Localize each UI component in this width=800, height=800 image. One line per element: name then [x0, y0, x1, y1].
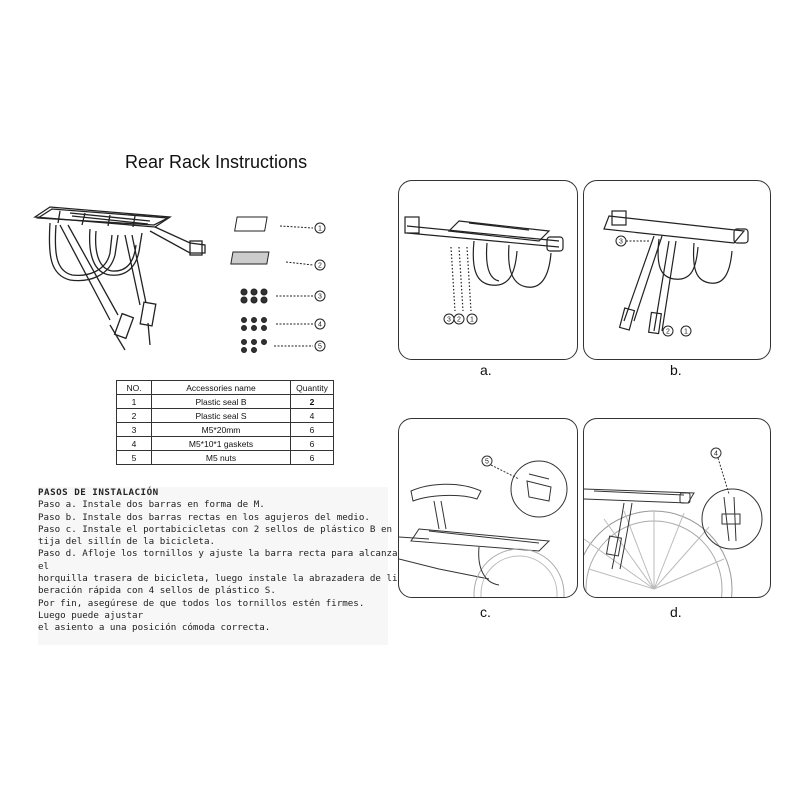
header-accessories-name: Accessories name	[151, 380, 291, 395]
steps-line: el asiento a una posición cómoda correct…	[38, 622, 271, 634]
panel-a: 3 2 1	[398, 180, 578, 360]
cell-qty: 2	[290, 394, 334, 409]
panel-a-callout: 2	[457, 317, 461, 324]
cell-no: 3	[116, 422, 152, 437]
cell-no: 2	[116, 408, 152, 423]
steps-line: Paso a. Instale dos barras en forma de M…	[38, 499, 265, 511]
panel-a-callout: 1	[470, 317, 474, 324]
cell-qty: 6	[290, 436, 334, 451]
cell-name: M5*10*1 gaskets	[151, 436, 291, 451]
panel-d-caption: d.	[670, 604, 682, 620]
callout-3: 3	[318, 294, 322, 301]
accessory-parts-diagram: 1 2 3 4 5	[230, 216, 326, 353]
panel-c-illustration: 5	[399, 455, 568, 597]
cell-name: M5 nuts	[151, 450, 291, 465]
steps-heading: PASOS DE INSTALACIÓN	[38, 487, 159, 498]
callout-2: 2	[318, 263, 322, 270]
cell-name: Plastic seal B	[151, 394, 291, 409]
panel-d: 4	[583, 418, 771, 598]
cell-no: 4	[116, 436, 152, 451]
callout-4: 4	[318, 322, 322, 329]
table-row: 1 Plastic seal B 2	[116, 394, 334, 409]
cell-qty: 6	[290, 422, 334, 437]
accessories-table: NO. Accessories name Quantity 1 Plastic …	[116, 380, 334, 465]
cell-name: M5*20mm	[151, 422, 291, 437]
panel-d-illustration: 4	[584, 447, 763, 597]
table-row: 4 M5*10*1 gaskets 6	[116, 436, 334, 451]
installation-steps: PASOS DE INSTALACIÓN Paso a. Instale dos…	[38, 487, 409, 645]
steps-line: Paso c. Instale el portabicicletas con 2…	[38, 523, 409, 535]
panel-d-callout: 4	[714, 451, 718, 458]
header-no: NO.	[116, 380, 152, 395]
cell-name: Plastic seal S	[151, 408, 291, 423]
panel-c-caption: c.	[480, 604, 491, 620]
cell-no: 5	[116, 450, 152, 465]
steps-line: Luego puede ajustar	[38, 609, 144, 621]
header-quantity: Quantity	[290, 380, 334, 395]
panel-b-caption: b.	[670, 362, 682, 378]
panel-a-caption: a.	[480, 362, 492, 378]
cell-qty: 4	[290, 408, 334, 423]
table-row: 2 Plastic seal S 4	[116, 408, 334, 423]
callout-5: 5	[318, 344, 322, 351]
steps-line: horquilla trasera de bicicleta, luego in…	[38, 573, 404, 585]
page-title: Rear Rack Instructions	[125, 152, 308, 172]
steps-line: el	[38, 560, 50, 572]
panel-c-callout: 5	[485, 459, 489, 466]
panel-a-callout: 3	[447, 317, 451, 324]
table-header-row: NO. Accessories name Quantity	[116, 380, 334, 395]
panel-b: 3 2 1	[583, 180, 771, 360]
steps-line: Paso b. Instale dos barras rectas en los…	[38, 511, 370, 523]
table-row: 3 M5*20mm 6	[116, 422, 334, 437]
panel-b-callout: 3	[619, 239, 623, 246]
panel-b-callout: 2	[666, 329, 670, 336]
cell-qty: 6	[290, 450, 334, 465]
steps-line: tija del sillín de la bicicleta.	[38, 536, 216, 548]
rear-rack-illustration	[33, 206, 206, 351]
steps-line: Paso d. Afloje los tornillos y ajuste la…	[38, 548, 404, 560]
panel-a-illustration: 3 2 1	[404, 216, 564, 325]
steps-line: beración rápida con 4 sellos de plástico…	[38, 585, 276, 597]
table-row: 5 M5 nuts 6	[116, 450, 334, 465]
panel-b-illustration: 3 2 1	[603, 210, 749, 337]
panel-c: 5	[398, 418, 578, 598]
cell-no: 1	[116, 394, 152, 409]
callout-1: 1	[318, 226, 322, 233]
steps-line: Por fin, asegúrese de que todos los torn…	[38, 597, 365, 609]
panel-b-callout: 1	[684, 329, 688, 336]
